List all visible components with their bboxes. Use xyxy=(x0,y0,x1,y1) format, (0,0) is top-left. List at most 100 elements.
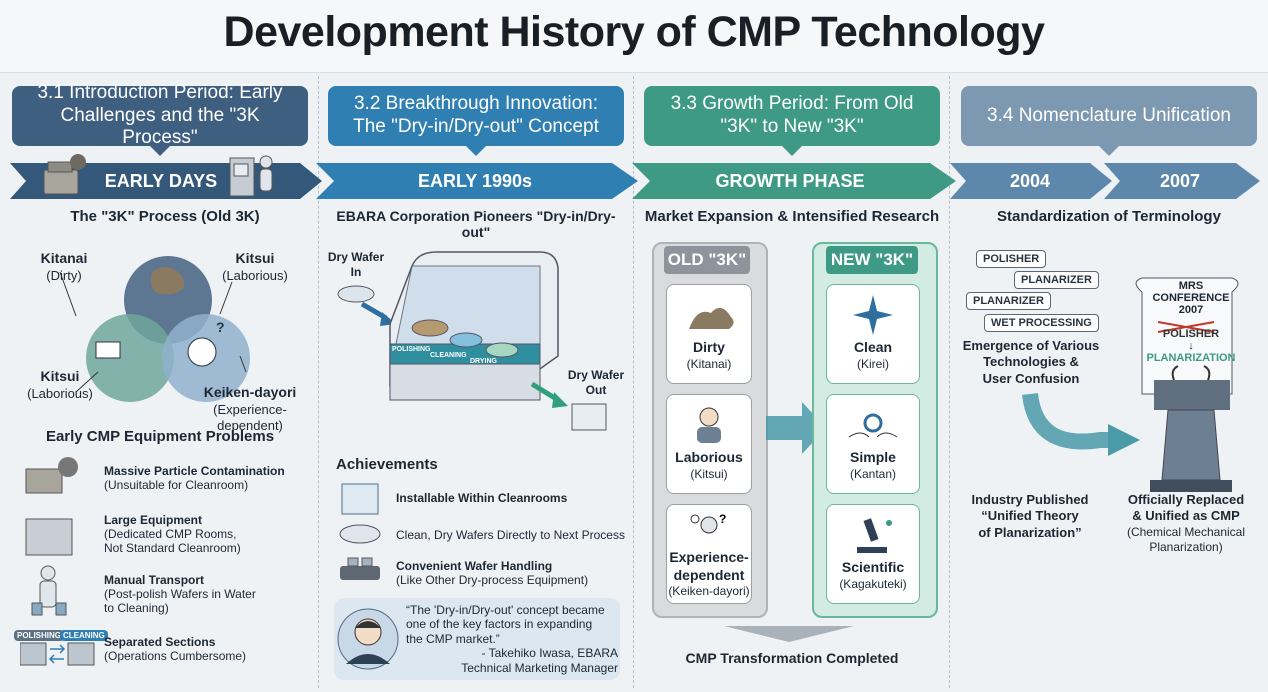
timeline-arrow-2007 xyxy=(1104,163,1260,199)
venn-label-kitsui-top: Kitsui(Laborious) xyxy=(222,250,288,283)
dry-wafer-out-icon xyxy=(571,403,607,431)
section-3-title: 3.3 Growth Period: From Old "3K" to New … xyxy=(670,93,914,137)
section-divider xyxy=(949,76,950,688)
polishing-section-icon xyxy=(20,642,47,666)
venn-circle-kitsui xyxy=(86,314,174,402)
section-divider xyxy=(633,76,634,688)
conveyor-icon xyxy=(340,566,380,580)
old-3k-card-laborious: Laborious(Kitsui) xyxy=(666,394,752,494)
confused-expert-icon: ? xyxy=(690,512,726,534)
timeline-arrow-early-1990s xyxy=(316,163,638,199)
cleanroom-icon xyxy=(341,483,379,515)
station-drying-label: DRYING xyxy=(470,358,497,365)
large-equipment-icon xyxy=(25,518,73,556)
section-3-header: 3.3 Growth Period: From Old "3K" to New … xyxy=(644,86,940,156)
contamination-icon xyxy=(25,468,63,494)
portrait-icon xyxy=(337,608,399,670)
gear-hands-icon xyxy=(848,413,898,438)
phase-2004: 2004 xyxy=(1009,171,1051,191)
section-divider xyxy=(318,76,319,688)
brain-icon xyxy=(187,337,217,367)
term-tag-wet-processing: WET PROCESSING xyxy=(984,314,1099,332)
microscope-icon xyxy=(857,518,892,553)
venn-label-kitsui-bottom: Kitsui(Laborious) xyxy=(27,368,93,401)
section-1-header: 3.1 Introduction Period: Early Challenge… xyxy=(12,82,308,156)
problem-icons xyxy=(20,457,95,666)
phase-early-days: EARLY DAYS xyxy=(104,171,218,191)
wafer-icon xyxy=(339,524,381,544)
down-chevron-icon xyxy=(724,626,854,642)
phase-growth: GROWTH PHASE xyxy=(715,171,865,191)
page-title: Development History of CMP Technology xyxy=(223,8,1045,56)
new-3k-heading: NEW "3K" xyxy=(826,246,918,274)
section-4-header: 3.4 Nomenclature Unification xyxy=(961,86,1257,156)
old-3k-heading: OLD "3K" xyxy=(664,246,750,274)
venn-label-keiken: Keiken-dayori(Experience-dependent) xyxy=(203,384,297,433)
old-3k-card-dirty: Dirty(Kitanai) xyxy=(666,284,752,384)
title-bar xyxy=(0,0,1268,73)
mrs-conference-scroll xyxy=(1135,277,1239,492)
station-cleaning-label: CLEANING xyxy=(430,352,467,359)
transformation-label: CMP Transformation Completed xyxy=(685,650,899,666)
svg-text:?: ? xyxy=(719,512,726,526)
new-3k-card-simple: Simple(Kantan) xyxy=(826,394,920,494)
polishing-pad-icon xyxy=(411,319,449,337)
cleaning-section-icon xyxy=(67,642,95,666)
section-2-header: 3.2 Breakthrough Innovation: The "Dry-in… xyxy=(328,86,624,156)
laborious-worker-icon xyxy=(95,341,121,359)
problem-item: Manual Transport(Post-polish Wafers in W… xyxy=(104,573,256,615)
cleaning-tag: CLEANING xyxy=(60,630,108,641)
station-polishing-label: POLISHING xyxy=(392,346,431,353)
tired-worker-icon xyxy=(697,407,721,443)
transition-arrow xyxy=(766,402,826,454)
phase-early-1990s: EARLY 1990s xyxy=(417,171,533,191)
section-4-title: 3.4 Nomenclature Unification xyxy=(987,104,1231,126)
problem-item: Large Equipment(Dedicated CMP Rooms,Not … xyxy=(104,513,241,555)
drying-station-icon xyxy=(485,342,519,358)
achievements-heading: Achievements xyxy=(336,456,438,473)
dirt-icon xyxy=(150,266,185,295)
official-label: Officially Replaced& Unified as CMP (Che… xyxy=(1126,492,1246,554)
section-2-title: 3.2 Breakthrough Innovation: The "Dry-in… xyxy=(353,93,599,137)
section-1-subtitle: The "3K" Process (Old 3K) xyxy=(70,208,260,225)
timeline-arrow-growth xyxy=(632,163,956,199)
phase-2007: 2007 xyxy=(1159,171,1201,191)
section-3-subtitle: Market Expansion & Intensified Research xyxy=(644,208,940,225)
problem-item: Separated Sections(Operations Cumbersome… xyxy=(104,635,247,663)
section-1-title: 3.1 Introduction Period: Early Challenge… xyxy=(37,81,283,149)
achievement-item: Clean, Dry Wafers Directly to Next Proce… xyxy=(396,528,625,542)
operator-machine-icon xyxy=(229,155,273,197)
term-tag-planarizer: PLANARIZER xyxy=(1014,271,1099,289)
term-tag-planarizer: PLANARIZER xyxy=(966,292,1051,310)
dirt-pile-icon xyxy=(689,307,734,329)
achievement-icons xyxy=(339,483,381,580)
section-4-subtitle: Standardization of Terminology xyxy=(997,208,1221,225)
new-3k-card-scientific: Scientific(Kagakuteki) xyxy=(826,504,920,604)
timeline-arrow-2004 xyxy=(950,163,1112,199)
svg-text:?: ? xyxy=(216,319,225,335)
section-2-subtitle: EBARA Corporation Pioneers "Dry-in/Dry-o… xyxy=(336,208,616,240)
problem-item: Massive Particle Contamination(Unsuitabl… xyxy=(104,464,285,492)
dry-wafer-in-icon xyxy=(337,285,375,303)
polishing-tag: POLISHING xyxy=(14,630,65,641)
manual-transport-icon xyxy=(40,565,56,581)
unification-arrow xyxy=(1022,392,1140,456)
term-tag-polisher: POLISHER xyxy=(976,250,1047,268)
old-3k-card-experience: ? Experience-dependent(Keiken-dayori) xyxy=(666,504,752,604)
dirty-machine-icon xyxy=(43,154,86,195)
problems-heading: Early CMP Equipment Problems xyxy=(45,428,275,445)
achievement-item: Installable Within Cleanrooms xyxy=(396,491,568,505)
achievement-item: Convenient Wafer Handling(Like Other Dry… xyxy=(396,559,589,587)
venn-diagram: ? xyxy=(59,256,250,402)
new-3k-card-clean: Clean(Kirei) xyxy=(826,284,920,384)
venn-label-kitanai: Kitanai(Dirty) xyxy=(40,250,88,283)
dry-in-dry-out-machine xyxy=(337,251,607,431)
cleaning-station-icon xyxy=(449,332,483,348)
podium-top xyxy=(1154,380,1230,410)
